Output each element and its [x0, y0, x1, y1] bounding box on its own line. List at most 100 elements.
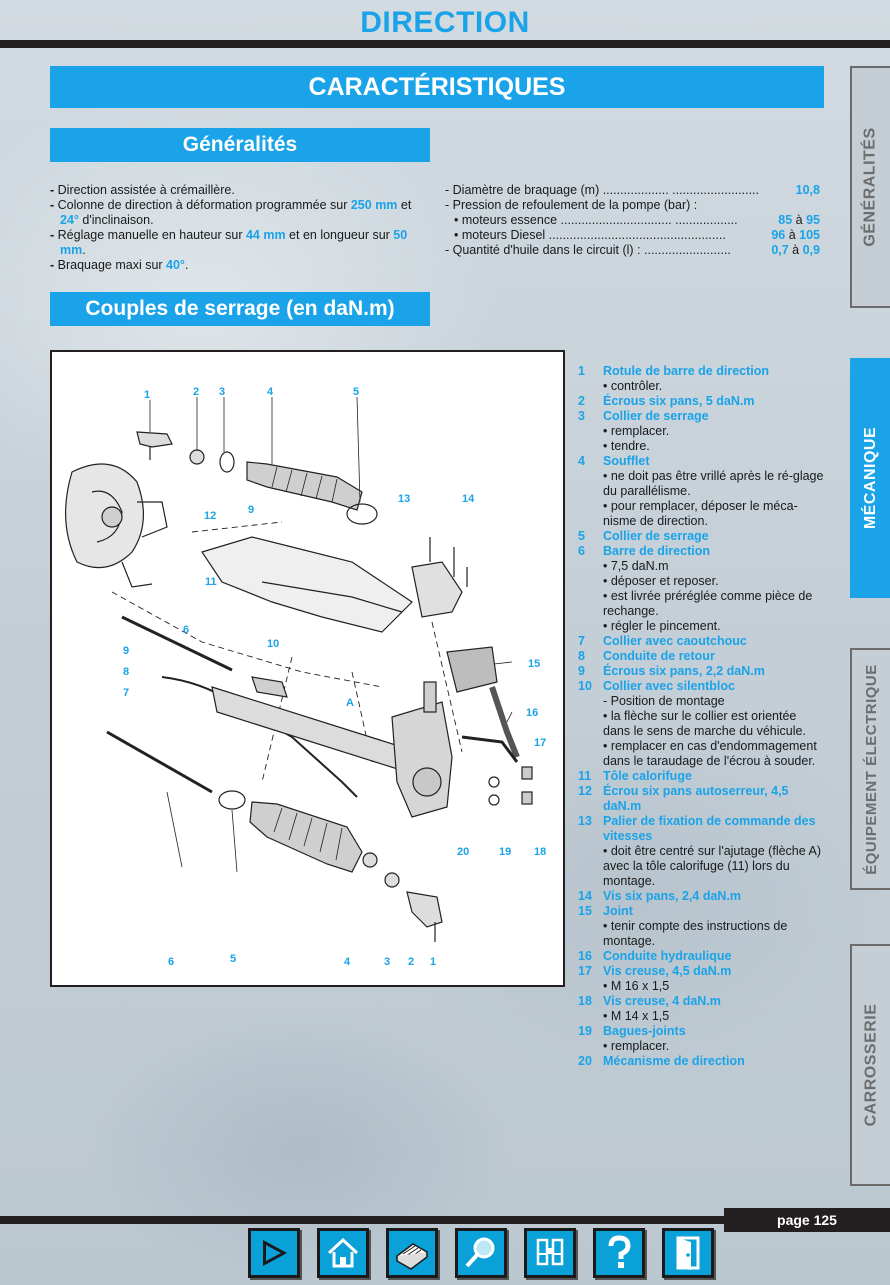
legend-item-number: 13 [578, 814, 592, 828]
legend-item-note: • la flèche sur le collier est orientée … [603, 709, 806, 738]
find-button[interactable] [524, 1228, 576, 1278]
legend-item-title: Conduite hydraulique [603, 949, 732, 963]
diagram-label: 14 [462, 493, 475, 505]
diagram-label: 4 [267, 386, 274, 398]
spec-line: - Pression de refoulement de la pompe (b… [445, 198, 698, 212]
legend-item-title: Joint [603, 904, 633, 918]
spec-line: - Braquage maxi sur 40°. [50, 258, 189, 272]
tab-carrosserie[interactable]: CARROSSERIE [850, 944, 890, 1186]
legend-item: 11 Tôle calorifuge [578, 769, 824, 784]
print-button[interactable] [386, 1228, 438, 1278]
diagram-label: 3 [384, 956, 391, 968]
section-banner-generalites: Généralités [50, 128, 430, 162]
legend-item-number: 6 [578, 544, 585, 558]
diagram-label: 8 [123, 666, 130, 678]
legend-item-title: Écrous six pans, 5 daN.m [603, 394, 755, 408]
next-page-icon [263, 1240, 287, 1266]
diagram-label: 3 [219, 386, 226, 398]
page-number: page 125 [724, 1208, 890, 1232]
binoculars-icon [536, 1238, 564, 1266]
legend-item-note: • régler le pincement. [603, 619, 721, 633]
next-page-button[interactable] [248, 1228, 300, 1278]
legend-item-title: Collier de serrage [603, 409, 709, 423]
diagram-label: 1 [144, 389, 151, 401]
legend-item-number: 11 [578, 769, 592, 783]
legend-item-note: • 7,5 daN.m [603, 559, 669, 573]
tab-mecanique[interactable]: MÉCANIQUE [850, 358, 890, 598]
spec-line: • moteurs Diesel .......................… [454, 228, 820, 242]
diagram-label: 6 [183, 624, 190, 636]
legend-item-note: • M 16 x 1,5 [603, 979, 670, 993]
legend-item-title: Écrou six pans autoserreur, 4,5 daN.m [603, 784, 789, 813]
legend-item-number: 9 [578, 664, 585, 678]
print-icon [395, 1243, 429, 1270]
legend-item-note: • est livrée préréglée comme pièce de re… [603, 589, 813, 618]
legend-item-title: Écrous six pans, 2,2 daN.m [603, 664, 765, 678]
legend-item-note: • contrôler. [603, 379, 663, 393]
diagram-label: 11 [205, 576, 217, 588]
spec-line: - Réglage manuelle en hauteur sur 44 mm … [50, 228, 408, 257]
legend-item-note: - Position de montage [603, 694, 725, 708]
diagram-label: 18 [534, 846, 547, 858]
diagram-label: 13 [398, 493, 411, 505]
top-rule [0, 40, 890, 48]
legend-item: 6 Barre de direction [578, 544, 824, 559]
diagram-label: 12 [204, 510, 217, 522]
legend-item-number: 10 [578, 679, 592, 693]
generalites-right-column: - Diamètre de braquage (m) .............… [445, 183, 820, 258]
legend-item-number: 17 [578, 964, 592, 978]
legend-item-number: 8 [578, 649, 585, 663]
legend-item-title: Vis creuse, 4,5 daN.m [603, 964, 732, 978]
legend-item: 12 Écrou six pans autoserreur, 4,5 daN.m [578, 784, 824, 814]
home-button[interactable] [317, 1228, 369, 1278]
diagram-label: 15 [528, 658, 541, 670]
legend-item: 17 Vis creuse, 4,5 daN.m [578, 964, 824, 979]
legend-item-title: Soufflet [603, 454, 650, 468]
legend-item-title: Barre de direction [603, 544, 710, 558]
legend-item-title: Rotule de barre de direction [603, 364, 770, 378]
legend-item-title: Vis creuse, 4 daN.m [603, 994, 721, 1008]
spec-line: - Colonne de direction à déformation pro… [50, 198, 412, 227]
diagram-drawing [65, 396, 533, 942]
legend-item-number: 16 [578, 949, 592, 963]
legend-item: 9 Écrous six pans, 2,2 daN.m [578, 664, 824, 679]
legend-item-note: • ne doit pas être vrillé après le ré-gl… [603, 469, 824, 498]
diagram-label: 6 [168, 956, 175, 968]
diagram-label: 4 [344, 956, 351, 968]
diagram-label: 20 [457, 846, 470, 858]
legend-item-number: 4 [578, 454, 585, 468]
diagram-label: 7 [123, 687, 130, 699]
legend-item-title: Tôle calorifuge [603, 769, 692, 783]
help-button[interactable] [593, 1228, 645, 1278]
legend-item-title: Collier avec caoutchouc [603, 634, 747, 648]
exit-icon [676, 1236, 700, 1270]
tab-equipement-electrique[interactable]: ÉQUIPEMENT ÉLECTRIQUE [850, 648, 890, 890]
search-button[interactable] [455, 1228, 507, 1278]
tab-generalites[interactable]: GÉNÉRALITÉS [850, 66, 890, 308]
legend-item-note: • déposer et reposer. [603, 574, 719, 588]
legend-item-number: 19 [578, 1024, 592, 1038]
diagram-label: 16 [526, 707, 539, 719]
diagram-label: 2 [408, 956, 415, 968]
exit-button[interactable] [662, 1228, 714, 1278]
legend-item-number: 12 [578, 784, 592, 798]
legend-item-title: Collier avec silentbloc [603, 679, 735, 693]
diagram-label: 5 [353, 386, 360, 398]
spec-line: - Diamètre de braquage (m) .............… [445, 183, 820, 197]
diagram-label: 9 [248, 504, 255, 516]
steering-exploded-diagram: 1 2 3 4 5 12 9 11 13 14 6 10 9 8 7 15 A … [50, 350, 565, 987]
diagram-label: 9 [123, 645, 130, 657]
legend-item-note: • doit être centré sur l'ajutage (flèche… [603, 844, 821, 888]
section-banner-caracteristiques: CARACTÉRISTIQUES [50, 66, 824, 108]
generalites-left-column: - Direction assistée à crémaillère. - Co… [50, 183, 430, 273]
page-title: DIRECTION [360, 6, 530, 39]
